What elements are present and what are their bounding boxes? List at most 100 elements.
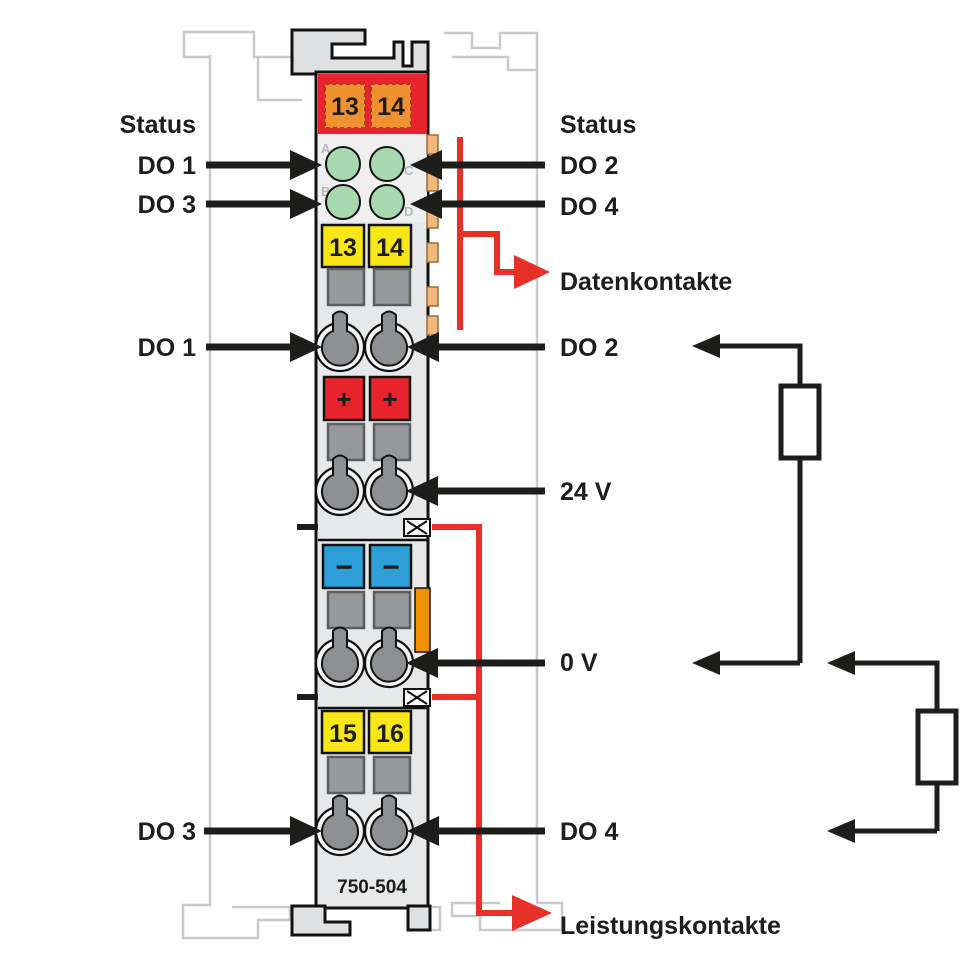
power-contact-bar — [414, 587, 431, 653]
plus-terminal-right — [368, 375, 412, 422]
cage-clamp-row-0v — [314, 626, 415, 689]
load1-arrow-top-icon — [692, 334, 720, 358]
load-circuit-1 — [692, 334, 822, 675]
terminal-14-label: 14 — [376, 234, 404, 262]
load1-wire — [716, 343, 803, 666]
terminal-13-label: 13 — [329, 234, 357, 262]
data-contact-tab — [426, 134, 439, 155]
load2-arrow-bottom-icon — [827, 819, 855, 843]
neighbor-step-left — [256, 57, 302, 102]
power-wire-arrow-icon — [512, 895, 552, 931]
label-24v: 24 V — [560, 478, 612, 506]
arrow-do3-status-icon — [206, 189, 322, 219]
knife-contact-13-label: 13 — [331, 93, 359, 121]
knife-contact-13 — [324, 83, 366, 129]
terminal-16-label: 16 — [376, 720, 404, 748]
module-top-latch — [290, 28, 430, 76]
power-contacts-wire — [432, 524, 552, 931]
label-do1-status: DO 1 — [138, 152, 196, 180]
terminal-block-16 — [367, 709, 413, 755]
label-do2-status: DO 2 — [560, 152, 618, 180]
release-openings-row1 — [326, 267, 412, 307]
release-openings-row3 — [326, 590, 412, 630]
arrow-do3-terminal-icon — [204, 816, 322, 846]
neighbor-module-bottom-left-outline — [181, 877, 292, 940]
clamp-opening — [321, 794, 359, 851]
cage-clamp-row-24v — [314, 454, 415, 517]
data-contact-tab — [426, 286, 439, 307]
minus-label-left: − — [335, 551, 353, 584]
clamp-opening — [370, 454, 408, 511]
label-do2-terminal: DO 2 — [560, 334, 618, 362]
clamp-opening — [370, 310, 408, 367]
arrow-do2-terminal-icon — [407, 332, 545, 362]
arrow-24v-icon — [406, 476, 545, 506]
neighbor-module-bottom-right-outline — [450, 877, 564, 932]
jumper-contact-right-24v — [403, 518, 431, 537]
release-opening — [372, 422, 412, 462]
data-contact-tab — [426, 315, 439, 336]
arrow-do1-terminal-icon — [206, 332, 322, 362]
release-openings-row2 — [326, 422, 412, 462]
module-foot-left — [290, 904, 352, 937]
release-opening — [326, 267, 366, 307]
clamp-opening — [370, 794, 408, 851]
data-wire-arrow-icon — [514, 255, 550, 289]
minus-label-right: − — [382, 551, 400, 584]
load2-arrow-top-icon — [827, 651, 855, 675]
labels: Status DO 1 DO 3 DO 1 DO 3 Status DO 2 D… — [120, 111, 781, 940]
clamp-opening — [321, 454, 359, 511]
power-wire-path — [432, 524, 514, 916]
clamp-opening — [370, 626, 408, 683]
arrow-do1-status-icon — [206, 150, 322, 180]
knife-contact-14 — [370, 83, 412, 129]
label-arrows — [204, 150, 545, 846]
release-opening — [326, 422, 366, 462]
load1-arrow-bottom-icon — [692, 651, 720, 675]
label-leistungskontakte: Leistungskontakte — [560, 912, 781, 940]
jumper-contact-x-icon — [406, 520, 428, 535]
module-housing: 13 14 A B C D 13 14 — [290, 28, 439, 937]
terminal-15-label: 15 — [329, 720, 357, 748]
label-status-right: Status — [560, 111, 636, 139]
release-opening — [326, 590, 366, 630]
label-do3-terminal: DO 3 — [138, 818, 196, 846]
release-opening — [372, 590, 412, 630]
label-do1-terminal: DO 1 — [138, 334, 196, 362]
led-do4 — [369, 184, 405, 220]
cage-clamp-row-do3-do4 — [314, 794, 415, 857]
knife-contact-14-label: 14 — [377, 93, 405, 121]
load1-resistor — [778, 383, 822, 461]
minus-terminal-right — [368, 543, 413, 590]
label-do3-status: DO 3 — [138, 191, 196, 219]
label-do4-status: DO 4 — [560, 193, 618, 221]
clamp-opening — [321, 310, 359, 367]
led-letter-d: D — [404, 204, 413, 219]
part-number: 750-504 — [337, 877, 407, 898]
plus-label-right: + — [382, 384, 397, 414]
led-letter-b: B — [321, 184, 330, 199]
release-opening — [372, 267, 412, 307]
load2-resistor — [915, 708, 959, 786]
label-0v: 0 V — [560, 649, 598, 677]
module-foot-right — [406, 904, 432, 932]
jumper-contact-right-0v — [403, 688, 431, 707]
plus-terminal-left — [322, 375, 366, 422]
led-do1 — [325, 146, 361, 182]
release-opening — [326, 755, 366, 795]
led-letter-a: A — [321, 141, 331, 156]
label-status-left: Status — [120, 111, 196, 139]
led-do3 — [325, 184, 361, 220]
neighbor-module-top-left-outline — [182, 30, 302, 59]
plus-label-left: + — [336, 384, 351, 414]
arrow-do4-status-icon — [410, 189, 545, 219]
release-opening — [372, 755, 412, 795]
data-contact-tab — [426, 242, 439, 263]
minus-terminal-left — [321, 543, 366, 590]
load2-wire — [851, 660, 940, 834]
terminal-block-15 — [320, 709, 366, 755]
label-datenkontakte: Datenkontakte — [560, 268, 732, 296]
terminal-block-14 — [367, 223, 413, 269]
